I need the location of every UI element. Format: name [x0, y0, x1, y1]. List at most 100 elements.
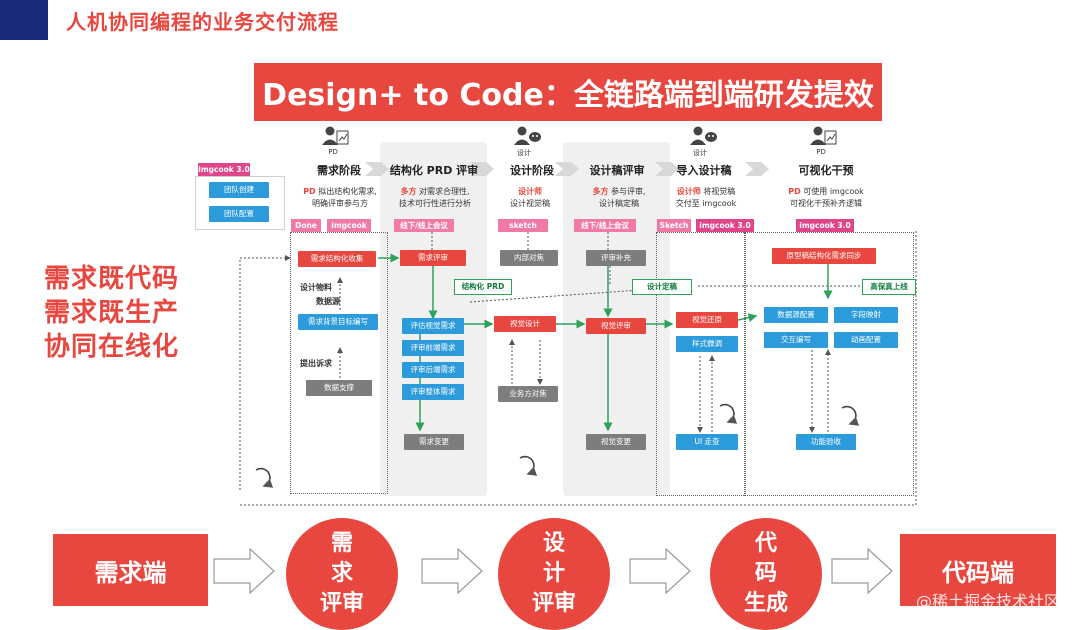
flow-ui-walk: UI 走查	[676, 434, 738, 450]
desc-line2: 设计稿定稿	[599, 199, 639, 208]
node-design-review: 设计评审	[498, 518, 610, 630]
pd-person-icon-2	[810, 126, 837, 145]
column-border-import	[656, 232, 746, 496]
node-char-1: 设	[542, 531, 565, 556]
stage-role-design-2: 设计	[693, 149, 707, 157]
stage-title-import: 导入设计稿	[676, 164, 732, 177]
flow-struct-prd: 结构化 PRD	[454, 279, 512, 295]
desc-hl: 多方	[400, 187, 417, 196]
pd-person-icon	[322, 126, 349, 145]
node-char-3: 评审	[319, 591, 364, 616]
node-char-2: 码	[754, 561, 777, 586]
tool-tag-sketch: sketch	[498, 219, 548, 232]
flow-review-supp: 评审补充	[586, 250, 646, 266]
label-raise: 提出诉求	[300, 359, 332, 368]
arrow-right-icon	[213, 547, 275, 595]
flow-anim: 动画配置	[834, 332, 898, 348]
tool-tag-imgcook3: imgcook 3.0	[696, 219, 754, 232]
stage-desc-req: PD 拟出结构化需求,明确评审参与方	[294, 186, 386, 210]
column-border-visual	[744, 232, 914, 496]
flow-internal-align: 内部对焦	[500, 250, 558, 266]
flow-req-struct: 需求结构化收集	[298, 251, 376, 267]
flow-hifi-online: 高保真上线	[862, 279, 916, 295]
stage-chevrons	[365, 162, 769, 176]
label-data-source: 数据源	[316, 297, 340, 306]
node-code-gen: 代码生成	[710, 518, 822, 630]
banner-title: Design+ to Code：全链路端到端研发提效	[254, 63, 882, 121]
flow-visual-change: 视觉变更	[586, 434, 646, 450]
tool-tag-meeting: 线下/线上会议	[394, 219, 454, 232]
slogan-2: 需求既生产	[44, 298, 180, 328]
tool-tag-meeting-2: 线下/线上会议	[574, 219, 636, 232]
stage-desc-prd: 多方 对需求合理性, 技术可行性进行分析	[386, 186, 484, 210]
team-config-button[interactable]: 团队配置	[209, 206, 269, 222]
slide-title: 人机协同编程的业务交付流程	[66, 10, 339, 34]
desc-line1: 可使用 imgcook	[800, 187, 864, 196]
flow-req-change: 需求变更	[404, 434, 464, 450]
node-req-review: 需求评审	[286, 518, 398, 630]
desc-line1: 拟出结构化需求,	[315, 187, 377, 196]
desc-hl: 多方	[592, 187, 609, 196]
flow-review-fe: 评审前端需求	[402, 340, 464, 356]
flow-visual-review: 视觉评审	[586, 318, 646, 334]
desc-hl: PD	[303, 187, 316, 196]
node-char-2: 求	[330, 561, 353, 586]
tool-tag-done: Done	[291, 219, 321, 232]
flow-req-bg: 需求背景目标编写	[298, 314, 378, 330]
slogan-1: 需求既代码	[44, 264, 180, 294]
flow-eval-visual: 评估视觉需求	[402, 318, 464, 334]
node-char-1: 代	[754, 531, 777, 556]
stage-desc-design-review: 多方 参与评审, 设计稿定稿	[572, 186, 666, 210]
stage-title-visual: 可视化干预	[798, 164, 854, 177]
node-char-2: 计	[542, 561, 565, 586]
arrow-right-icon	[629, 547, 691, 595]
flow-design-final: 设计定稿	[632, 279, 692, 295]
desc-hl: 设计师	[518, 187, 542, 196]
flow-biz-align: 业务方对焦	[498, 386, 558, 402]
imgcook-panel-tag: imgcook 3.0	[198, 163, 250, 176]
stage-title-req: 需求阶段	[317, 164, 361, 177]
node-char-3: 生成	[743, 591, 788, 616]
flow-interaction: 交互编写	[764, 332, 828, 348]
flow-proto-sync: 原型稿结构化需求同步	[772, 248, 876, 264]
designer-person-icon	[514, 126, 541, 145]
corner-accent	[0, 0, 48, 40]
column-border-req	[290, 232, 388, 494]
flow-field-map: 字段映射	[834, 307, 898, 323]
node-req-end: 需求端	[53, 534, 208, 606]
flow-visual-design: 视觉设计	[494, 316, 556, 332]
flow-data-support: 数据支撑	[306, 380, 372, 396]
label-design-material: 设计物料	[300, 283, 332, 292]
stage-title-design-review: 设计稿评审	[589, 164, 645, 177]
watermark: @稀土掘金技术社区	[915, 592, 1060, 611]
tool-tag-imgcook3-2: imgcook 3.0	[796, 219, 854, 232]
desc-hl: 设计师	[676, 187, 701, 196]
stage-desc-design: 设计师设计视觉稿	[492, 186, 568, 210]
desc-hl: PD	[788, 187, 801, 196]
arrow-right-icon	[831, 547, 893, 595]
flow-req-review: 需求评审	[400, 250, 466, 266]
desc-line2: 设计视觉稿	[510, 199, 550, 208]
flow-review-all: 评审整体需求	[402, 384, 464, 400]
desc-line2: 技术可行性进行分析	[399, 199, 471, 208]
stage-desc-import: 设计师 将视觉稿交付至 imgcook	[664, 186, 748, 210]
desc-line1: 对需求合理性,	[416, 187, 470, 196]
flow-review-be: 评审后端需求	[402, 362, 464, 378]
flow-visual-restore: 视觉还原	[676, 312, 738, 328]
flow-ds-config: 数据源配置	[764, 307, 828, 323]
stage-role-pd-2: PD	[816, 148, 826, 156]
desc-line1: 将视觉稿	[700, 187, 736, 196]
stage-role-design: 设计	[517, 149, 531, 157]
desc-line1: 参与评审,	[608, 187, 646, 196]
slogan-3: 协同在线化	[44, 332, 180, 362]
banner-text: Design+ to Code：全链路端到端研发提效	[262, 78, 874, 113]
node-char-1: 需	[330, 531, 353, 556]
team-create-button[interactable]: 团队创建	[209, 182, 269, 198]
flow-func-accept: 功能验收	[796, 434, 856, 450]
designer-person-icon-2	[690, 126, 717, 145]
flow-style-tweak: 样式微调	[676, 336, 738, 352]
stage-title-prd: 结构化 PRD 评审	[389, 164, 479, 177]
stage-role-pd: PD	[328, 148, 338, 156]
desc-line2: 交付至 imgcook	[675, 199, 737, 208]
